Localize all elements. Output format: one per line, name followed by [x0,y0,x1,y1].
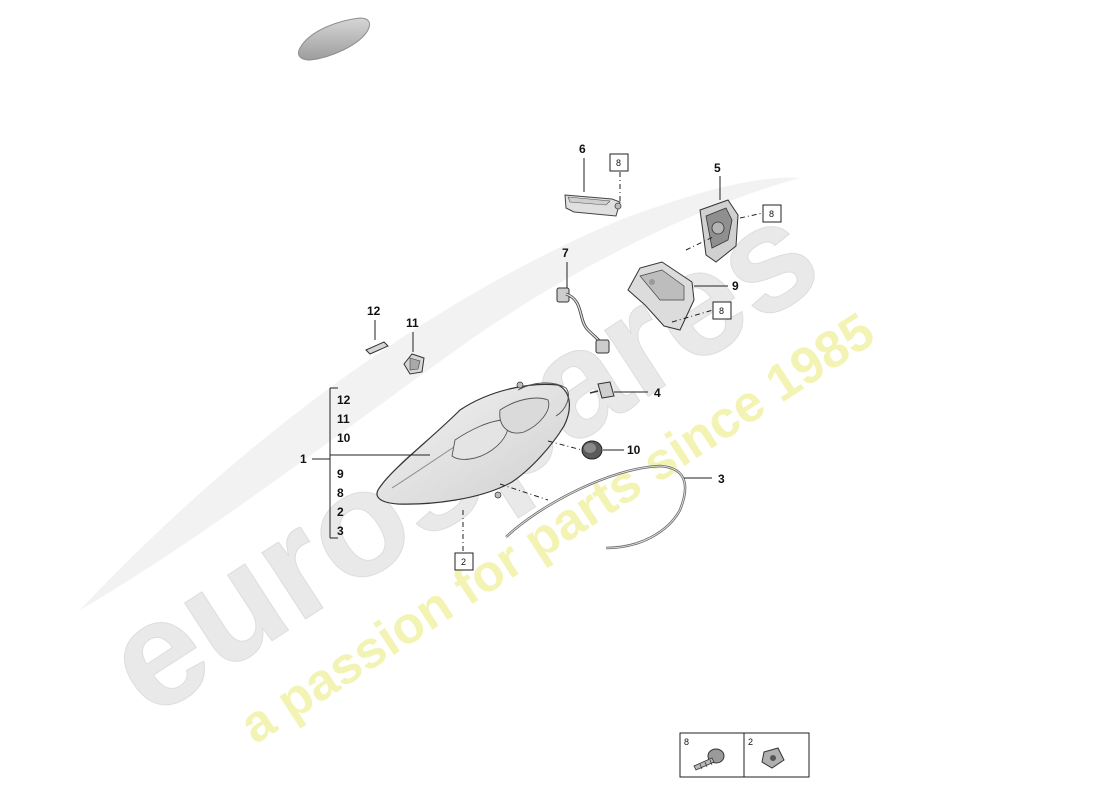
callout-10: 10 [627,443,641,457]
assembly-item: 10 [337,431,351,445]
fastener-ref-box-lamp: 2 [454,552,474,571]
legend-label-clip: 2 [748,737,753,747]
assembly-bracket [312,387,430,539]
callout-6: 6 [579,142,586,156]
callout-4: 4 [654,386,661,400]
svg-text:8: 8 [719,306,724,316]
fastener-ref-box-5: 8 [762,204,782,223]
callout-11: 11 [406,316,419,330]
part-5-control-unit [699,199,739,263]
svg-text:2: 2 [461,557,466,567]
assembly-item: 11 [337,412,350,426]
assembly-item: 12 [337,393,351,407]
part-1-headlamp [376,381,570,505]
callout-1: 1 [300,452,307,466]
callout-3: 3 [718,472,725,486]
screw-icon [693,748,725,771]
legend-label-screw: 8 [684,737,689,747]
part-6-module [564,194,622,217]
part-9-bracket [627,261,695,331]
part-12-bulb [365,341,389,355]
part-10-cap [581,440,603,460]
svg-text:8: 8 [769,209,774,219]
callout-12: 12 [367,304,381,318]
part-7-wiring-harness [556,287,610,354]
svg-text:8: 8 [616,158,621,168]
assembly-item: 3 [337,524,344,538]
callout-5: 5 [714,161,721,175]
clip-nut-icon [761,747,785,769]
fastener-ref-box-6: 8 [609,153,629,172]
callout-9: 9 [732,279,739,293]
assembly-item: 8 [337,486,344,500]
part-3-seal [505,464,687,550]
part-4-connector [589,381,615,399]
part-11-holder [403,353,425,375]
assembly-item: 9 [337,467,344,481]
car-silhouette-icon [297,17,371,61]
fastener-ref-box-9: 8 [712,301,732,320]
callout-7: 7 [562,246,569,260]
fastener-legend: 8 2 [679,732,810,778]
assembly-item: 2 [337,505,344,519]
